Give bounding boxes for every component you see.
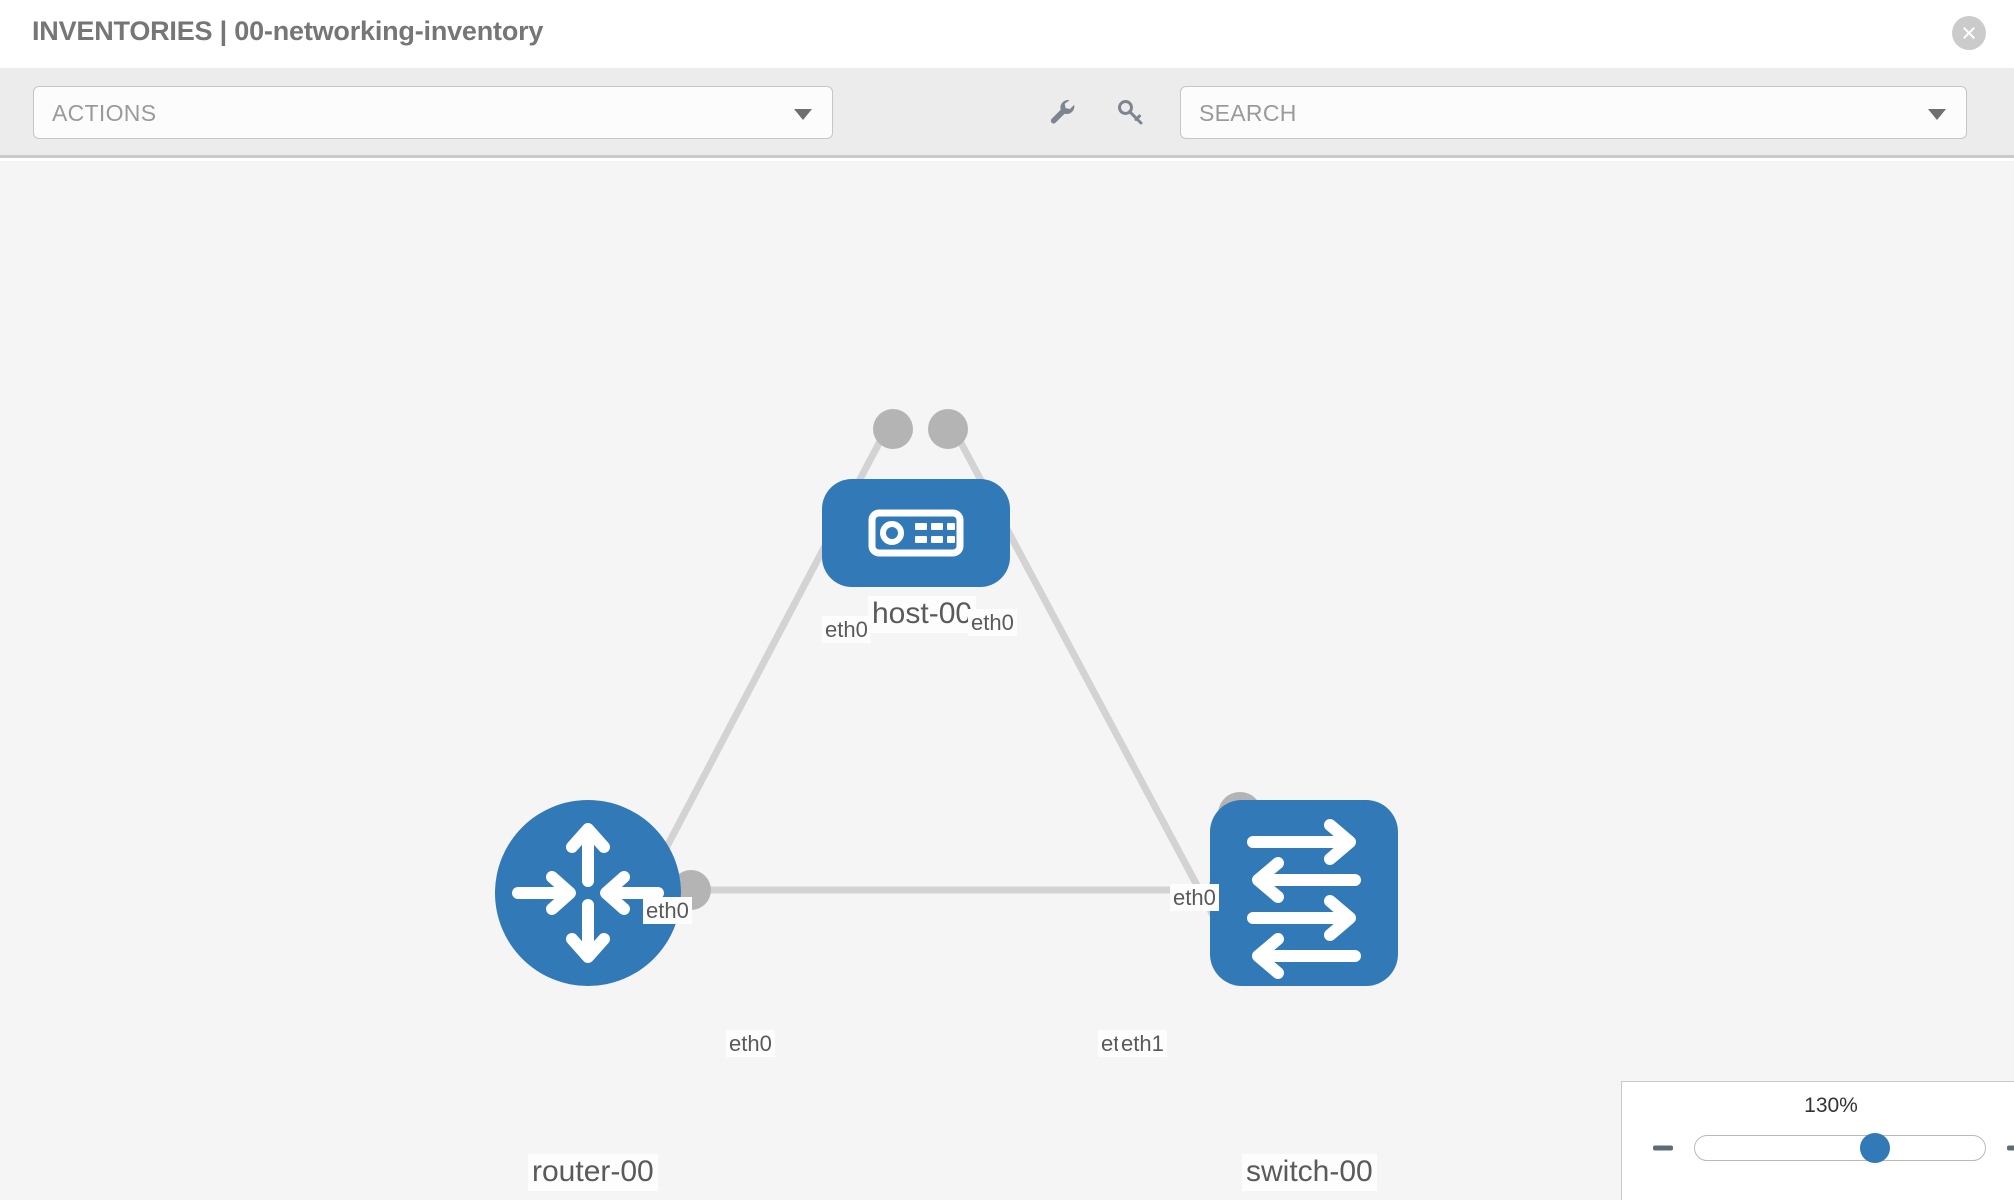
node-label-switch-00: switch-00 [1242,1154,1377,1191]
toolbar: ACTIONS SEARCH [0,68,2014,158]
zoom-control-panel: 130% [1621,1081,2014,1200]
router-icon [512,823,664,963]
node-host-00 [822,479,1010,587]
edge-label-host-to-router: eth0 [822,616,871,644]
edge-label-switch-to-router: eth1 [1118,1030,1167,1058]
chevron-down-icon [1928,109,1946,120]
zoom-slider-row [1622,1128,2014,1168]
node-label-router-00: router-00 [528,1154,658,1191]
actions-dropdown-label: ACTIONS [52,100,157,126]
key-icon[interactable] [1108,90,1152,134]
edge-label-router-to-host: eth0 [643,897,692,925]
search-input[interactable]: SEARCH [1180,86,1967,139]
connector-host-left [873,409,913,449]
close-icon[interactable] [1952,16,1986,50]
edge-label-router-to-switch: eth0 [726,1030,775,1058]
chevron-down-icon [794,109,812,120]
node-router-00 [495,800,681,986]
actions-dropdown[interactable]: ACTIONS [33,86,833,139]
page-title: INVENTORIES | 00-networking-inventory [32,16,544,46]
node-switch-00 [1210,800,1398,986]
edge-label-switch-to-host: eth0 [1170,884,1219,912]
zoom-slider[interactable] [1694,1133,1986,1163]
page-header: INVENTORIES | 00-networking-inventory [0,0,2014,68]
zoom-slider-thumb[interactable] [1859,1133,1890,1163]
switch-icon [1247,819,1361,979]
server-icon [868,509,964,557]
wrench-icon[interactable] [1040,90,1084,134]
zoom-percent-label: 130% [1804,1094,1858,1117]
topology-graph [495,409,1398,986]
zoom-in-button[interactable] [1994,1135,2014,1161]
topology-canvas[interactable]: eth0 host-00 eth0 eth0 eth0 eth0 eth0 et… [0,161,2014,1200]
zoom-out-button[interactable] [1640,1135,1686,1161]
connector-host-right [928,409,968,449]
node-label-host-00: host-00 [868,596,977,633]
search-placeholder: SEARCH [1199,100,1297,126]
edge-label-host-to-switch: eth0 [968,609,1017,637]
